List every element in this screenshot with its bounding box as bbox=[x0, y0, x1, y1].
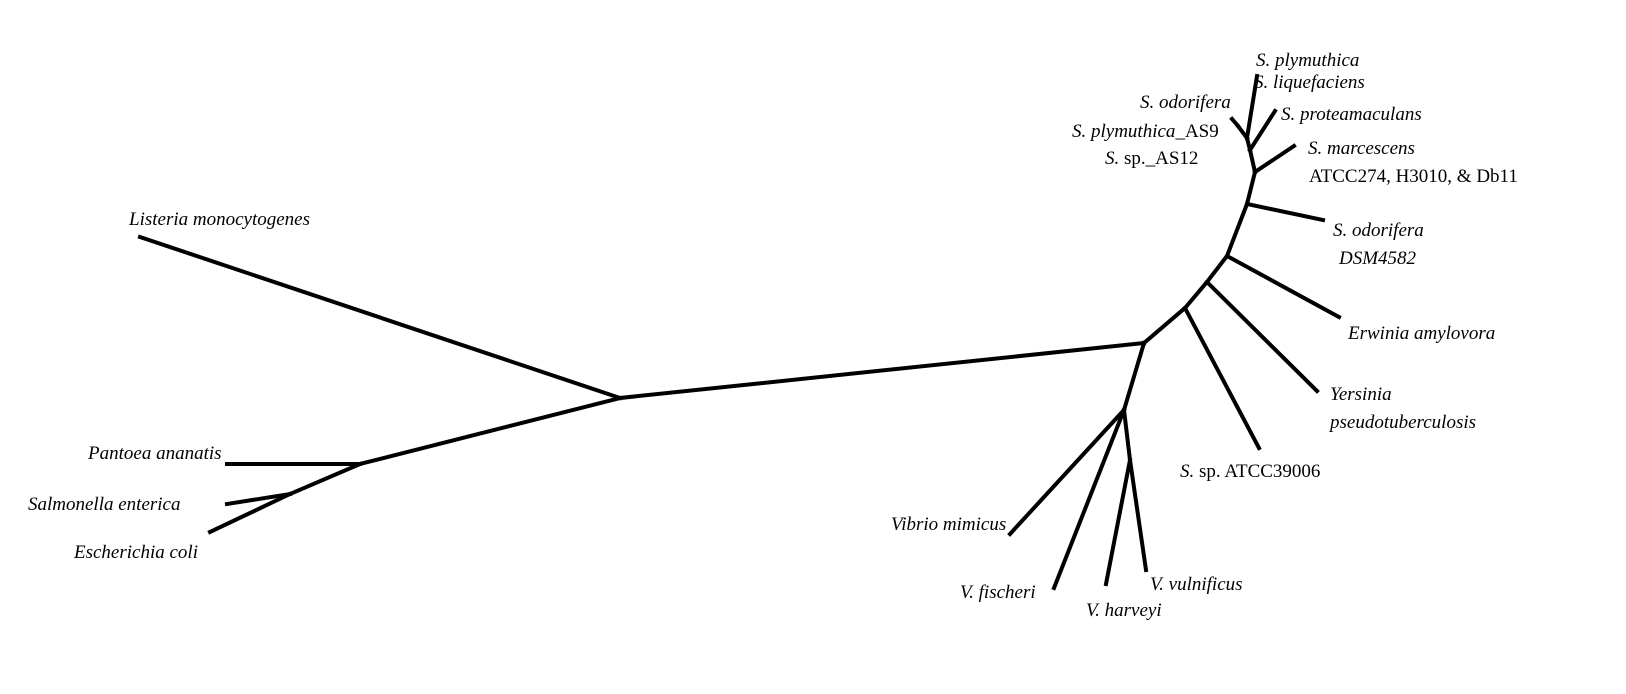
label-escherichia-coli: Escherichia coli bbox=[73, 542, 198, 563]
label-s-odorifera-dsm-line2: DSM4582 bbox=[1338, 248, 1417, 269]
branch-serratia-6 bbox=[1247, 147, 1258, 175]
label-s-plymuthica: S. plymuthica bbox=[1256, 50, 1359, 71]
label-s-plymuthica-as9-genus: S. plymuthica bbox=[1072, 121, 1175, 142]
branch-central bbox=[617, 340, 1147, 401]
branch-serratia-1 bbox=[1141, 305, 1188, 346]
branch-s-proteamaculans bbox=[1247, 108, 1278, 153]
label-s-odorifera-dsm-line1: S. odorifera bbox=[1333, 220, 1424, 241]
branch-vibrio-mimicus bbox=[1007, 407, 1127, 537]
label-v-harveyi: V. harveyi bbox=[1086, 600, 1162, 621]
label-yersinia-line2: pseudotuberculosis bbox=[1328, 412, 1476, 433]
label-s-odorifera: S. odorifera bbox=[1140, 92, 1231, 113]
branch-listeria bbox=[137, 234, 623, 401]
label-s-liquefaciens: S. liquefaciens bbox=[1254, 72, 1365, 93]
label-erwinia-amylovora: Erwinia amylovora bbox=[1347, 323, 1495, 344]
branch-salmonella bbox=[224, 491, 293, 507]
label-v-vulnificus: V. vulnificus bbox=[1150, 574, 1243, 595]
branch-s-sp-atcc39006 bbox=[1182, 305, 1262, 451]
label-listeria-monocytogenes: Listeria monocytogenes bbox=[128, 209, 310, 230]
branch-vibrio-inner bbox=[1121, 407, 1133, 463]
branch-s-marcescens bbox=[1252, 143, 1297, 175]
branch-serratia-5 bbox=[1244, 169, 1258, 207]
branch-v-fischeri bbox=[1051, 407, 1127, 591]
branch-s-odorifera bbox=[1229, 116, 1241, 129]
label-s-plymuthica-as9-rest: _AS9 bbox=[1174, 121, 1218, 142]
branch-serratia-4 bbox=[1224, 201, 1250, 259]
label-s-sp-as12: S. sp._AS12 bbox=[1105, 148, 1198, 169]
label-s-sp-atcc39006: S. sp. ATCC39006 bbox=[1180, 461, 1320, 482]
label-yersinia-line1: Yersinia bbox=[1330, 384, 1392, 405]
branch-s-plymuthica-liquefaciens bbox=[1244, 73, 1260, 141]
label-salmonella-enterica: Salmonella enterica bbox=[28, 494, 181, 515]
label-s-proteamaculans: S. proteamaculans bbox=[1281, 104, 1422, 125]
label-pantoea-ananatis: Pantoea ananatis bbox=[87, 443, 222, 464]
label-s-sp-atcc39006-rest: sp. ATCC39006 bbox=[1194, 461, 1320, 482]
branch-vibrio-stem bbox=[1121, 340, 1147, 413]
taxon-labels: Listeria monocytogenes Pantoea ananatis … bbox=[28, 50, 1518, 621]
branches bbox=[137, 73, 1342, 591]
branch-left-inner bbox=[287, 461, 363, 497]
label-vibrio-mimicus: Vibrio mimicus bbox=[891, 514, 1006, 535]
branch-erwinia bbox=[1224, 253, 1342, 320]
label-s-marcescens-strains: ATCC274, H3010, & Db11 bbox=[1309, 166, 1518, 187]
label-s-sp-atcc39006-genus: S. bbox=[1180, 461, 1194, 482]
label-s-sp-as12-rest: sp._AS12 bbox=[1119, 148, 1198, 169]
branch-serratia-3 bbox=[1204, 253, 1230, 285]
branch-s-odorifera-as9 bbox=[1235, 123, 1250, 141]
label-s-sp-as12-genus: S. bbox=[1105, 148, 1119, 169]
branch-v-vulnificus bbox=[1127, 457, 1149, 573]
label-v-fischeri: V. fischeri bbox=[960, 582, 1036, 603]
branch-s-odorifera-dsm bbox=[1244, 201, 1326, 223]
label-s-marcescens: S. marcescens bbox=[1308, 138, 1415, 159]
label-s-plymuthica-as9: S. plymuthica_AS9 bbox=[1072, 121, 1219, 142]
branch-v-harveyi bbox=[1103, 457, 1133, 587]
branch-yersinia bbox=[1204, 279, 1320, 394]
branch-serratia-2 bbox=[1182, 279, 1210, 311]
branch-ecoli bbox=[207, 491, 293, 535]
branch-left-internal bbox=[357, 395, 623, 467]
